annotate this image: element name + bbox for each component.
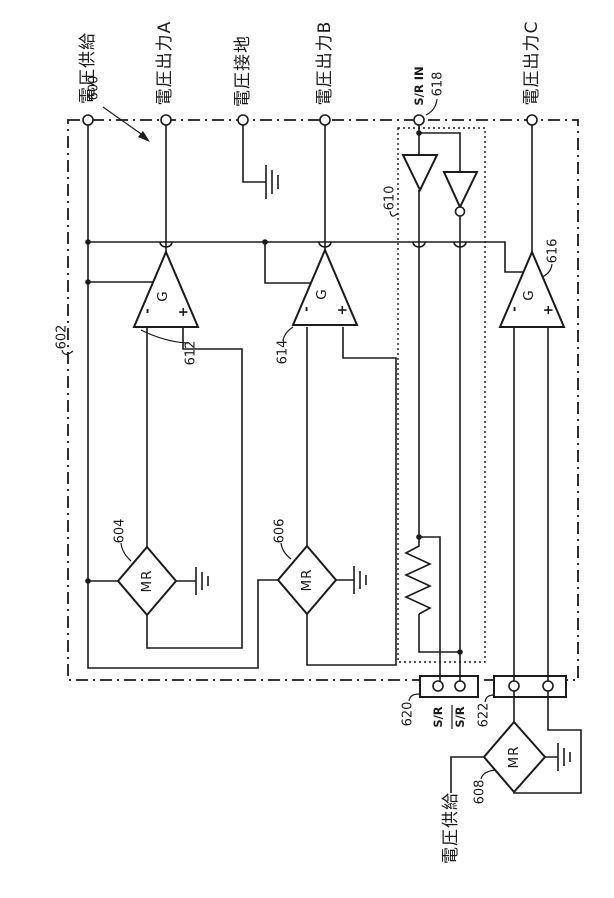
mr-label-608: MR (506, 745, 522, 768)
circuit-boundary-box (67, 119, 579, 681)
resistor (404, 537, 432, 615)
wire-opamp614-feedback (306, 327, 397, 666)
mr-sensor-608 (482, 720, 547, 794)
label-sr-in: S/R IN (412, 66, 426, 105)
gain-612: G (155, 290, 171, 301)
sr-connector-box-620 (419, 675, 479, 698)
label-supply-top: 電圧供給 (78, 32, 98, 104)
plus-616: + (542, 305, 557, 316)
mr-sensor-604 (116, 545, 178, 617)
ref-606: 606 (273, 519, 288, 544)
wire-hop-marks (159, 241, 467, 248)
minus-612: - (141, 308, 156, 313)
label-ground: 電圧接地 (233, 35, 253, 107)
sr-connector-box-622 (493, 675, 567, 698)
ref-622: 622 (477, 703, 492, 728)
inverter-bubble-icon (454, 206, 466, 217)
terminal-output-c (526, 114, 538, 126)
pin-620-sr (432, 680, 444, 692)
plus-614: + (336, 305, 351, 316)
ref-616: 616 (546, 239, 561, 264)
ref-602: 602 (55, 325, 70, 350)
gain-614: G (314, 288, 330, 299)
label-output-c: 電圧出力C (522, 21, 542, 106)
ref-610: 610 (383, 186, 398, 211)
terminal-sr-in (413, 114, 425, 126)
ground-symbol-604 (176, 567, 209, 595)
ref-600: 600 (87, 76, 102, 101)
ref-620: 620 (401, 702, 416, 727)
minus-616: - (508, 306, 523, 311)
ref-608: 608 (473, 780, 488, 805)
wire-resistor-leads (418, 614, 460, 653)
label-sr-bar: S/R (453, 706, 467, 727)
arrowhead-600 (138, 131, 150, 142)
ground-symbol-top (265, 165, 279, 199)
wire-opamp616-feedback (513, 327, 582, 794)
pin-622-right (542, 680, 554, 692)
label-supply-bottom: 電圧供給 (441, 792, 461, 864)
wire-mr608-supply (450, 756, 484, 793)
wire-ground-terminal (242, 125, 266, 183)
gain-616: G (521, 289, 537, 300)
pin-620-sr-bar (454, 680, 466, 692)
mr-sensor-606 (276, 544, 338, 616)
wire-inverter-outputs (418, 190, 461, 681)
ref-612: 612 (184, 341, 199, 366)
ref-604: 604 (113, 519, 128, 544)
wire-opamp612-feedback (146, 327, 243, 649)
opamp-616 (498, 249, 566, 328)
wire-sr-in (418, 125, 461, 172)
terminal-output-a (160, 114, 172, 126)
ground-symbol-608 (545, 743, 571, 771)
terminal-ground (237, 114, 249, 126)
terminal-output-b (319, 114, 331, 126)
wire-supply-bus (88, 241, 523, 284)
callout-leaders (61, 98, 553, 780)
label-sr: S/R (431, 706, 445, 727)
opamp-612 (132, 249, 200, 328)
label-output-a: 電圧出力A (155, 21, 175, 106)
pin-622-left (508, 680, 520, 692)
sr-driver-box-610 (397, 127, 486, 663)
junction-dots (85, 130, 463, 655)
wire-output-terminals (165, 125, 533, 252)
ref-618: 618 (431, 72, 446, 97)
mr-label-606: MR (299, 568, 315, 591)
label-output-b: 電圧出力B (315, 21, 335, 106)
terminal-supply (82, 114, 94, 126)
minus-614: - (300, 306, 315, 311)
mr-label-604: MR (139, 569, 155, 592)
inverter-inverting (442, 171, 479, 210)
plus-612: + (177, 307, 192, 318)
inverter-buffer (401, 154, 439, 193)
opamp-614 (291, 247, 359, 326)
labels: 600 電圧供給 電圧出力A 電圧接地 電圧出力B S/R IN 618 電圧出… (55, 21, 561, 864)
wire-supply-rail (87, 125, 278, 669)
ground-symbol-606 (336, 566, 367, 594)
ref-614: 614 (276, 340, 291, 365)
